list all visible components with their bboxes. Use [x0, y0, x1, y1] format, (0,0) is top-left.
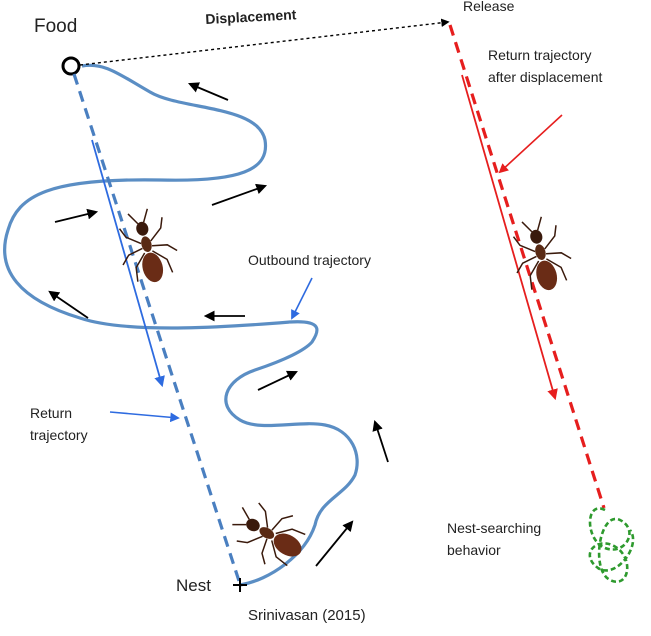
- release-label: Release: [463, 0, 515, 14]
- food-source-circle-icon: [61, 56, 81, 76]
- credit-caption: Srinivasan (2015): [248, 607, 366, 624]
- food-label: Food: [34, 16, 78, 37]
- outbound-label-pointer: [291, 277, 313, 320]
- return-label-pointer: [109, 411, 180, 423]
- ant-icon: [118, 208, 178, 283]
- outbound-trajectory-path: [3, 63, 359, 587]
- outbound-direction-arrows: [48, 82, 389, 567]
- nest-cross-icon: [233, 578, 247, 592]
- displaced-return-path: [448, 24, 606, 509]
- nest-searching-loops: [588, 507, 635, 584]
- return-trajectory-arrow: [91, 139, 165, 388]
- return-trajectory-label: Return trajectory: [30, 405, 88, 443]
- displaced-return-arrow: [461, 74, 558, 401]
- return-after-displacement-label: Return trajectory after displacement: [488, 47, 603, 85]
- ant-icon: [512, 216, 572, 291]
- ant-icon: [232, 502, 306, 567]
- displacement-arrow: [79, 18, 450, 66]
- nest-searching-label: Nest-searching behavior: [447, 520, 542, 558]
- return-after-label-pointer: [498, 114, 563, 174]
- outbound-trajectory-label: Outbound trajectory: [248, 252, 371, 268]
- nest-label: Nest: [176, 576, 211, 595]
